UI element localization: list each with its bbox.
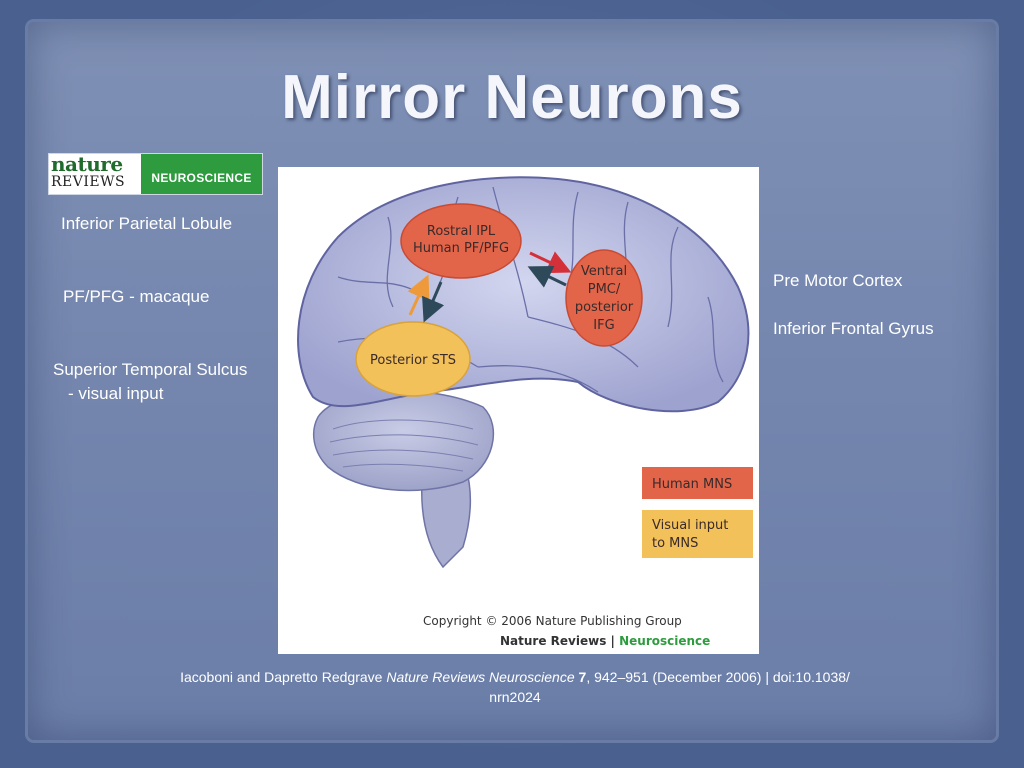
- region-rostral-ipl-line1: Rostral IPL: [427, 224, 496, 239]
- legend-human-mns-label: Human MNS: [652, 477, 732, 492]
- region-posterior-sts: [355, 321, 471, 397]
- label-superior-temporal-sulcus: Superior Temporal Sulcus: [53, 360, 248, 379]
- citation-authors: Iacoboni and Dapretto Redgrave: [180, 669, 387, 685]
- region-rostral-ipl: [400, 203, 522, 279]
- brain-diagram: Rostral IPL Human PF/PFG Ventral PMC/ po…: [297, 176, 753, 648]
- citation-journal: Nature Reviews Neuroscience: [386, 669, 575, 685]
- region-ventral-line4: IFG: [593, 318, 614, 333]
- cerebellum-folds: [329, 419, 479, 472]
- logo-reviews-text: REVIEWS: [51, 174, 126, 190]
- label-pre-motor-cortex: Pre Motor Cortex: [773, 271, 903, 290]
- nature-reviews-logo: nature REVIEWS NEUROSCIENCE: [48, 152, 263, 195]
- legend-human-mns-swatch: [642, 467, 753, 499]
- arrow-sts-to-ipl: [407, 274, 430, 316]
- citation-details2: nrn2024: [489, 689, 541, 705]
- slide-title: Mirror Neurons: [281, 63, 743, 132]
- arrow-pmc-to-ipl: [527, 266, 567, 288]
- legend-visual-input-swatch: [642, 510, 753, 558]
- brain-figure: Rostral IPL Human PF/PFG Ventral PMC/ po…: [278, 167, 759, 654]
- copyright-separator: |: [606, 634, 619, 648]
- logo-nature-text: nature: [51, 152, 123, 176]
- label-pf-pfg-macaque: PF/PFG - macaque: [63, 287, 210, 306]
- copyright-neuroscience: Neuroscience: [619, 634, 710, 648]
- region-rostral-ipl-line2: Human PF/PFG: [413, 241, 509, 256]
- region-ventral-pmc: [565, 249, 643, 347]
- citation-volume: 7: [574, 669, 587, 685]
- region-ventral-line2: PMC/: [588, 282, 621, 297]
- label-visual-input: - visual input: [68, 384, 164, 403]
- citation: Iacoboni and Dapretto Redgrave Nature Re…: [100, 667, 930, 707]
- region-ventral-line1: Ventral: [581, 264, 627, 279]
- figure-copyright-line1: Copyright © 2006 Nature Publishing Group: [423, 614, 682, 628]
- region-posterior-sts-label: Posterior STS: [370, 353, 456, 368]
- figure-copyright-line2: Nature Reviews | Neuroscience: [500, 634, 710, 648]
- legend-visual-input-line2: to MNS: [652, 536, 698, 551]
- logo-left: nature REVIEWS: [49, 152, 141, 194]
- copyright-nature-reviews: Nature Reviews: [500, 634, 606, 648]
- logo-neuroscience-text: NEUROSCIENCE: [141, 154, 262, 194]
- label-inferior-parietal-lobule: Inferior Parietal Lobule: [61, 214, 233, 233]
- label-inferior-frontal-gyrus: Inferior Frontal Gyrus: [773, 319, 934, 338]
- arrow-ipl-to-pmc: [529, 251, 572, 274]
- citation-details: , 942–951 (December 2006) | doi:10.1038/: [586, 669, 850, 685]
- arrow-ipl-to-sts: [422, 281, 445, 323]
- region-ventral-line3: posterior: [575, 300, 634, 315]
- legend-visual-input-line1: Visual input: [652, 518, 728, 533]
